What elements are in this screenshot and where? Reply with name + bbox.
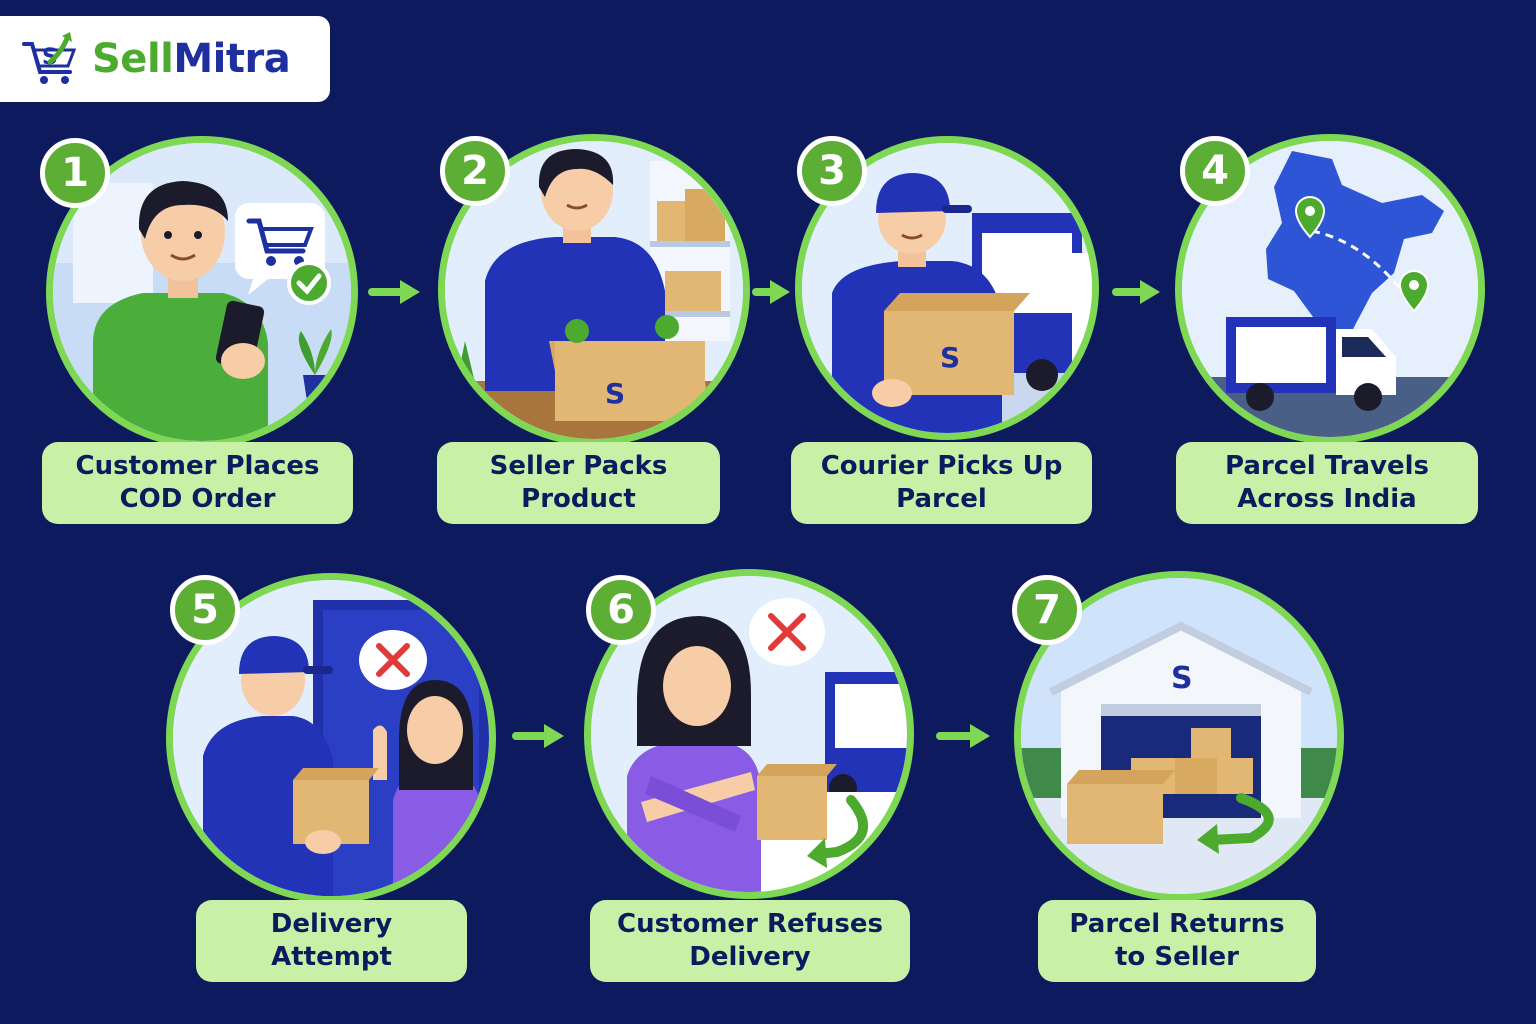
cross-icon bbox=[749, 598, 825, 666]
cap-icon bbox=[876, 173, 972, 213]
delivery-truck-icon bbox=[1226, 317, 1396, 411]
delivery-truck-icon bbox=[825, 672, 907, 802]
step-4-illustration bbox=[1175, 134, 1485, 444]
svg-text:S: S bbox=[1171, 661, 1193, 696]
step-2-label: Seller Packs Product bbox=[437, 442, 720, 524]
box-icon bbox=[1067, 770, 1175, 844]
arrow-right-icon bbox=[936, 724, 990, 748]
tape-icon bbox=[565, 315, 679, 343]
box-icon bbox=[293, 768, 379, 844]
cross-icon bbox=[359, 630, 427, 690]
step-5-label: Delivery Attempt bbox=[196, 900, 467, 982]
check-icon bbox=[287, 261, 331, 305]
box-icon bbox=[757, 764, 837, 840]
box-icon: S bbox=[884, 293, 1030, 395]
svg-text:S: S bbox=[605, 377, 625, 410]
cart-logo-icon: S bbox=[22, 32, 77, 84]
step-1-illustration bbox=[46, 136, 358, 448]
step-2-number: 2 bbox=[440, 136, 510, 206]
step-4-number: 4 bbox=[1180, 136, 1250, 206]
brand-logo: S SellMitra bbox=[0, 16, 330, 102]
arrow-right-icon bbox=[512, 724, 564, 748]
step-6-label: Customer Refuses Delivery bbox=[590, 900, 910, 982]
step-5-number: 5 bbox=[170, 575, 240, 645]
return-arrow-icon bbox=[807, 795, 869, 868]
step-7-number: 7 bbox=[1012, 575, 1082, 645]
return-arrow-icon bbox=[1197, 793, 1274, 854]
step-3-number: 3 bbox=[797, 136, 867, 206]
step-3-label: Courier Picks Up Parcel bbox=[791, 442, 1092, 524]
arrow-right-icon bbox=[1112, 280, 1160, 304]
step-4-label: Parcel Travels Across India bbox=[1176, 442, 1478, 524]
step-1-number: 1 bbox=[40, 138, 110, 208]
step-5-illustration bbox=[166, 573, 496, 903]
brand-name: SellMitra bbox=[92, 36, 291, 82]
box-icon: S bbox=[549, 341, 707, 421]
svg-text:S: S bbox=[940, 341, 960, 374]
arrow-right-icon bbox=[752, 280, 790, 304]
map-pin-icon bbox=[1294, 196, 1430, 313]
step-7-illustration: S bbox=[1014, 571, 1344, 901]
step-1-label: Customer Places COD Order bbox=[42, 442, 353, 524]
step-3-illustration: S bbox=[795, 136, 1099, 440]
step-6-number: 6 bbox=[586, 575, 656, 645]
step-2-illustration: S bbox=[438, 134, 750, 446]
arrow-right-icon bbox=[368, 280, 420, 304]
step-7-label: Parcel Returns to Seller bbox=[1038, 900, 1316, 982]
svg-text:S: S bbox=[42, 45, 58, 70]
